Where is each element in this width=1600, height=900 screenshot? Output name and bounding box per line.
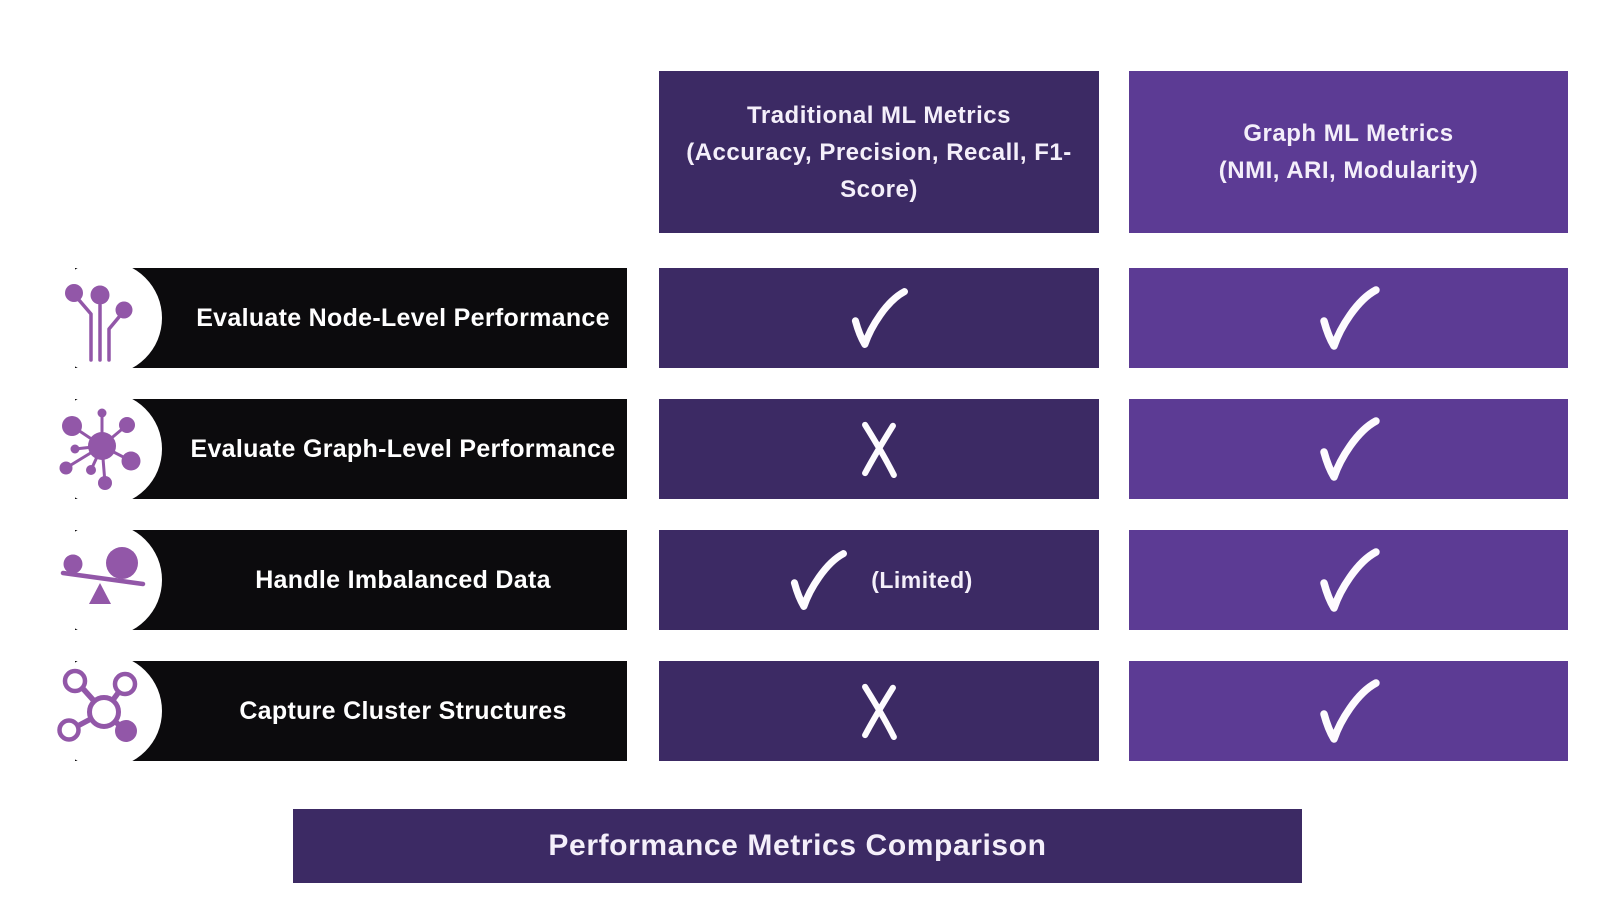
chart-title: Performance Metrics Comparison (548, 829, 1047, 862)
cell-imbalanced-graph (1129, 530, 1568, 630)
column-header-graph-ml: Graph ML Metrics (NMI, ARI, Modularity) (1129, 71, 1568, 233)
cell-cluster-graph (1129, 661, 1568, 761)
check-icon (1319, 417, 1380, 481)
row-label-cluster-structures: Capture Cluster Structures (48, 654, 627, 768)
cell-imbalanced-traditional: (Limited) (659, 530, 1099, 630)
cluster-nodes-icon (48, 654, 162, 768)
imbalance-scale-icon (48, 523, 162, 637)
row-label-graph-level: Evaluate Graph-Level Performance (48, 392, 627, 506)
column-title: Traditional ML Metrics (747, 101, 1011, 129)
cell-cluster-traditional (659, 661, 1099, 761)
node-tree-icon (48, 261, 162, 375)
cell-graph-level-traditional (659, 399, 1099, 499)
column-title: Graph ML Metrics (1243, 120, 1454, 147)
check-icon (1319, 548, 1380, 612)
cross-icon (862, 683, 897, 741)
column-subtitle: (Accuracy, Precision, Recall, F1-Score) (686, 138, 1072, 203)
cell-graph-level-graph (1129, 399, 1568, 499)
cell-node-level-traditional (659, 268, 1099, 368)
check-icon (1319, 679, 1380, 743)
row-label-text: Handle Imbalanced Data (255, 565, 551, 594)
row-label-node-level: Evaluate Node-Level Performance (48, 261, 627, 375)
check-icon (1319, 286, 1380, 350)
column-subtitle: (NMI, ARI, Modularity) (1218, 157, 1479, 184)
row-label-text: Evaluate Node-Level Performance (196, 303, 610, 332)
cell-note: (Limited) (871, 566, 973, 593)
column-header-traditional-ml: Traditional ML Metrics (Accuracy, Precis… (659, 71, 1099, 233)
cross-icon (862, 421, 897, 479)
network-hub-icon (48, 392, 162, 506)
check-icon (851, 288, 908, 348)
cell-node-level-graph (1129, 268, 1568, 368)
row-label-text: Evaluate Graph-Level Performance (190, 434, 616, 463)
row-label-imbalanced-data: Handle Imbalanced Data (48, 523, 627, 637)
chart-title-bar: Performance Metrics Comparison (293, 809, 1302, 883)
row-label-text: Capture Cluster Structures (239, 696, 567, 725)
check-icon (791, 550, 848, 610)
